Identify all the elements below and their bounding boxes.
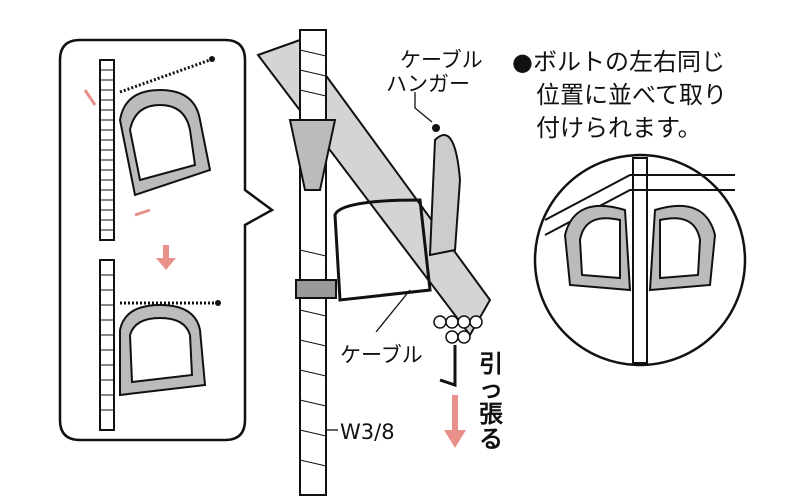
rod-size-label: W3/8 — [340, 420, 395, 444]
cable-hanger-label-line1: ケーブル — [400, 48, 483, 72]
installation-note: ●ボルトの左右同じ 位置に並べて取り 付けられます。 — [512, 46, 727, 145]
cable-label: ケーブル — [340, 343, 423, 367]
bullet-icon: ● — [512, 48, 533, 76]
installation-steps-panel — [58, 38, 275, 442]
note-line-1: ●ボルトの左右同じ — [512, 48, 725, 76]
note-line-2: 位置に並べて取り — [536, 81, 728, 109]
pull-label: 引 っ 張 る — [479, 350, 503, 453]
main-assembly — [256, 29, 492, 496]
detail-circle — [533, 153, 747, 367]
note-line-3: 付けられます。 — [536, 114, 702, 142]
cable-hanger-label-line2: ハンガー — [386, 72, 470, 96]
